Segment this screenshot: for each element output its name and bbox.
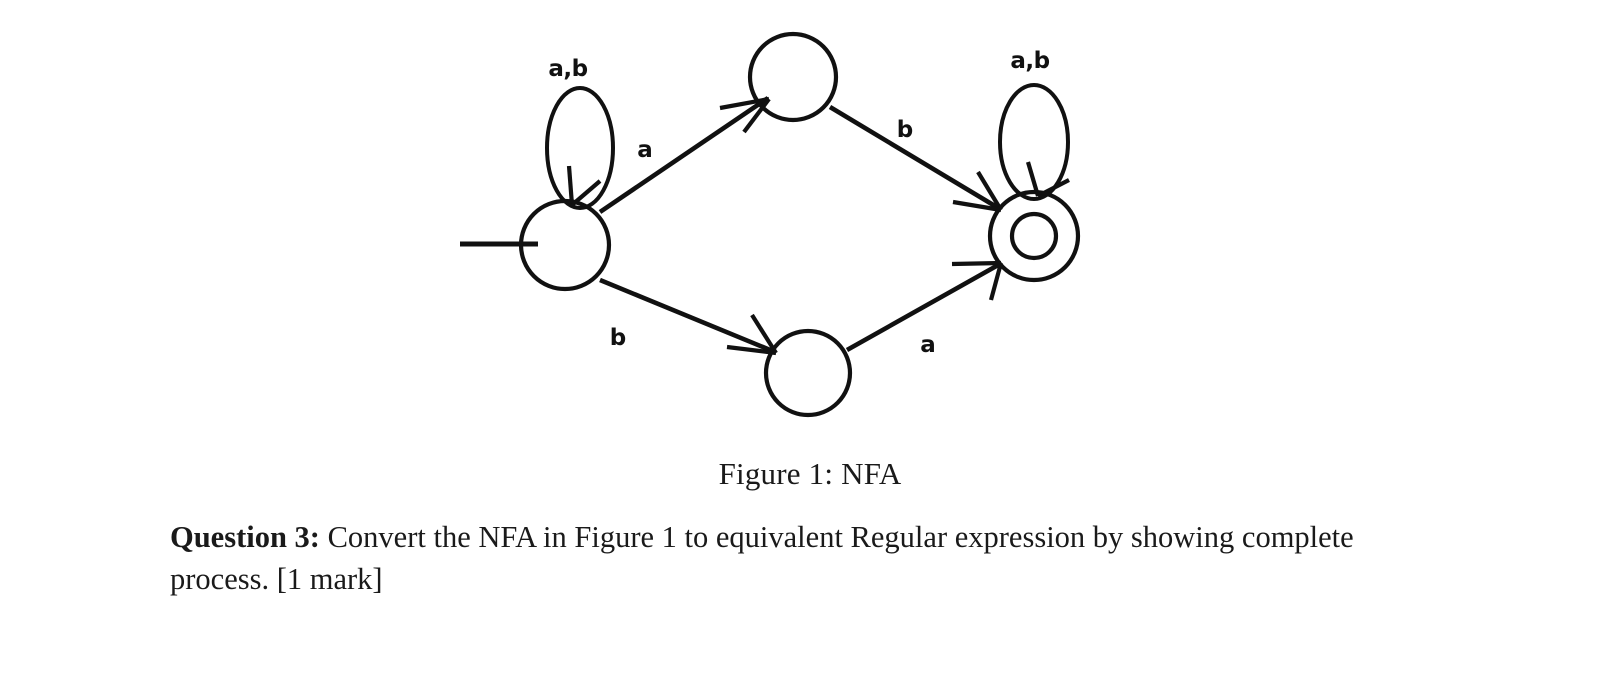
transition-label-bottom-to-accepting: a	[920, 332, 936, 358]
edge-start-state-to-bottom-state	[599, 277, 776, 355]
state-bottom-state	[763, 328, 853, 418]
question-label: Question 3:	[170, 520, 320, 554]
transition-label-start-to-top: a	[637, 137, 653, 163]
figure-caption: Figure 1: NFA	[718, 456, 902, 491]
edge-top-state-to-accepting-state	[828, 105, 1002, 211]
question-block: Question 3: Convert the NFA in Figure 1 …	[170, 516, 1420, 600]
self-loop-accepting-state	[998, 83, 1070, 201]
transition-label-self-loop-start-state: a,b	[548, 56, 587, 82]
self-loop-start-state	[545, 86, 615, 210]
edge-bottom-state-to-accepting-state	[845, 261, 1002, 353]
state-accepting-state-inner	[1009, 211, 1059, 261]
edge-start-state-to-top-state	[598, 96, 770, 214]
nfa-figure: a,b a b b a a,b	[460, 31, 1081, 418]
arrowhead-accepting-state-lower	[951, 260, 1004, 301]
arrowhead-bottom-state	[726, 313, 778, 356]
arrowhead-top-state	[719, 96, 771, 134]
transition-label-self-loop-accepting-state: a,b	[1010, 48, 1049, 74]
question-text: Convert the NFA in Figure 1 to equivalen…	[170, 520, 1354, 597]
state-accepting-state-outer	[987, 189, 1081, 283]
arrowhead-accepting-state-upper	[952, 170, 1003, 213]
transition-label-top-to-accepting: b	[897, 117, 913, 143]
state-start-state	[518, 198, 612, 292]
state-top-state	[747, 31, 839, 123]
nfa-diagram-svg: a,b a b b a a,b	[460, 31, 1081, 418]
transition-label-start-to-bottom: b	[610, 325, 626, 351]
